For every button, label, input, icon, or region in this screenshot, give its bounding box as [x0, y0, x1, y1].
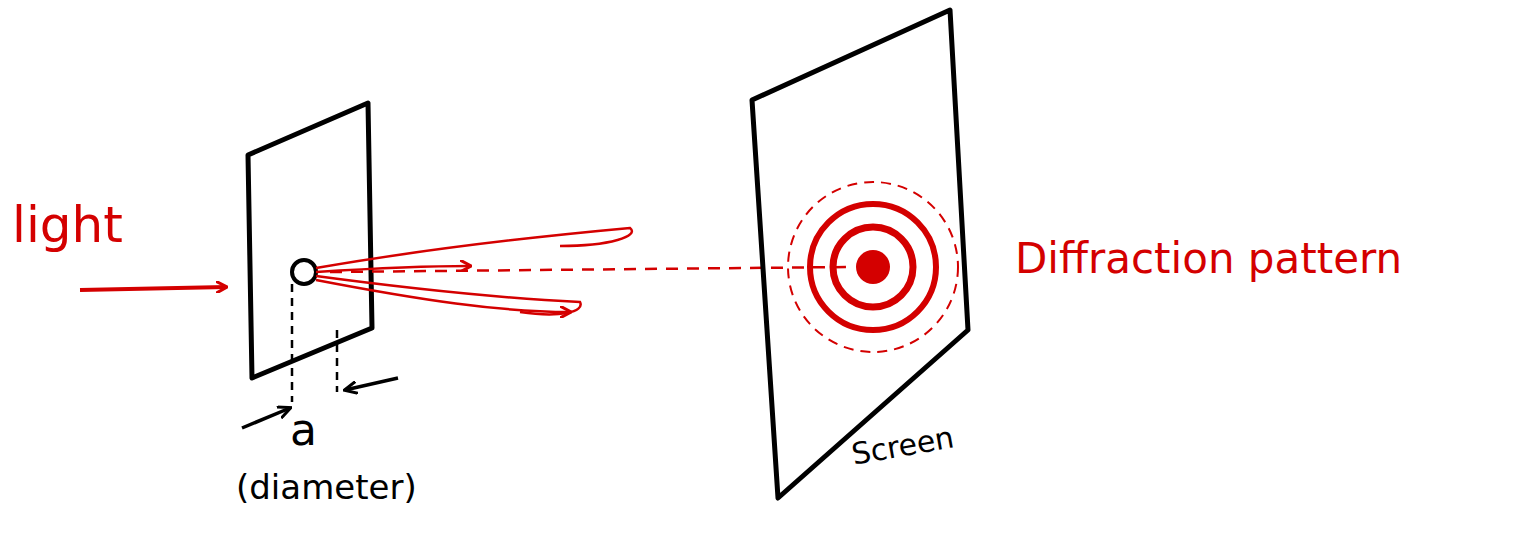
ray — [316, 280, 570, 312]
diffraction-ring — [810, 204, 936, 330]
light-label: light — [12, 200, 123, 250]
ray — [316, 228, 632, 268]
dimension-line — [336, 330, 339, 392]
dimension-label: a — [290, 408, 317, 452]
screen-label: Screen — [849, 422, 956, 469]
pattern-label: Diffraction pattern — [1015, 238, 1402, 280]
dimension-line — [291, 284, 294, 402]
light-arrow — [80, 287, 226, 290]
faint-ring — [788, 182, 958, 352]
axis-line — [330, 267, 850, 272]
aperture-hole — [292, 260, 316, 284]
dimension-arrow — [242, 408, 290, 428]
aperture-plate — [248, 103, 372, 378]
dimension-arrow — [345, 378, 398, 390]
screen-plate — [752, 10, 968, 498]
dimension-note: (diameter) — [236, 470, 417, 504]
central-spot — [856, 250, 890, 284]
diffraction-ring — [833, 227, 913, 307]
ray — [316, 276, 581, 314]
